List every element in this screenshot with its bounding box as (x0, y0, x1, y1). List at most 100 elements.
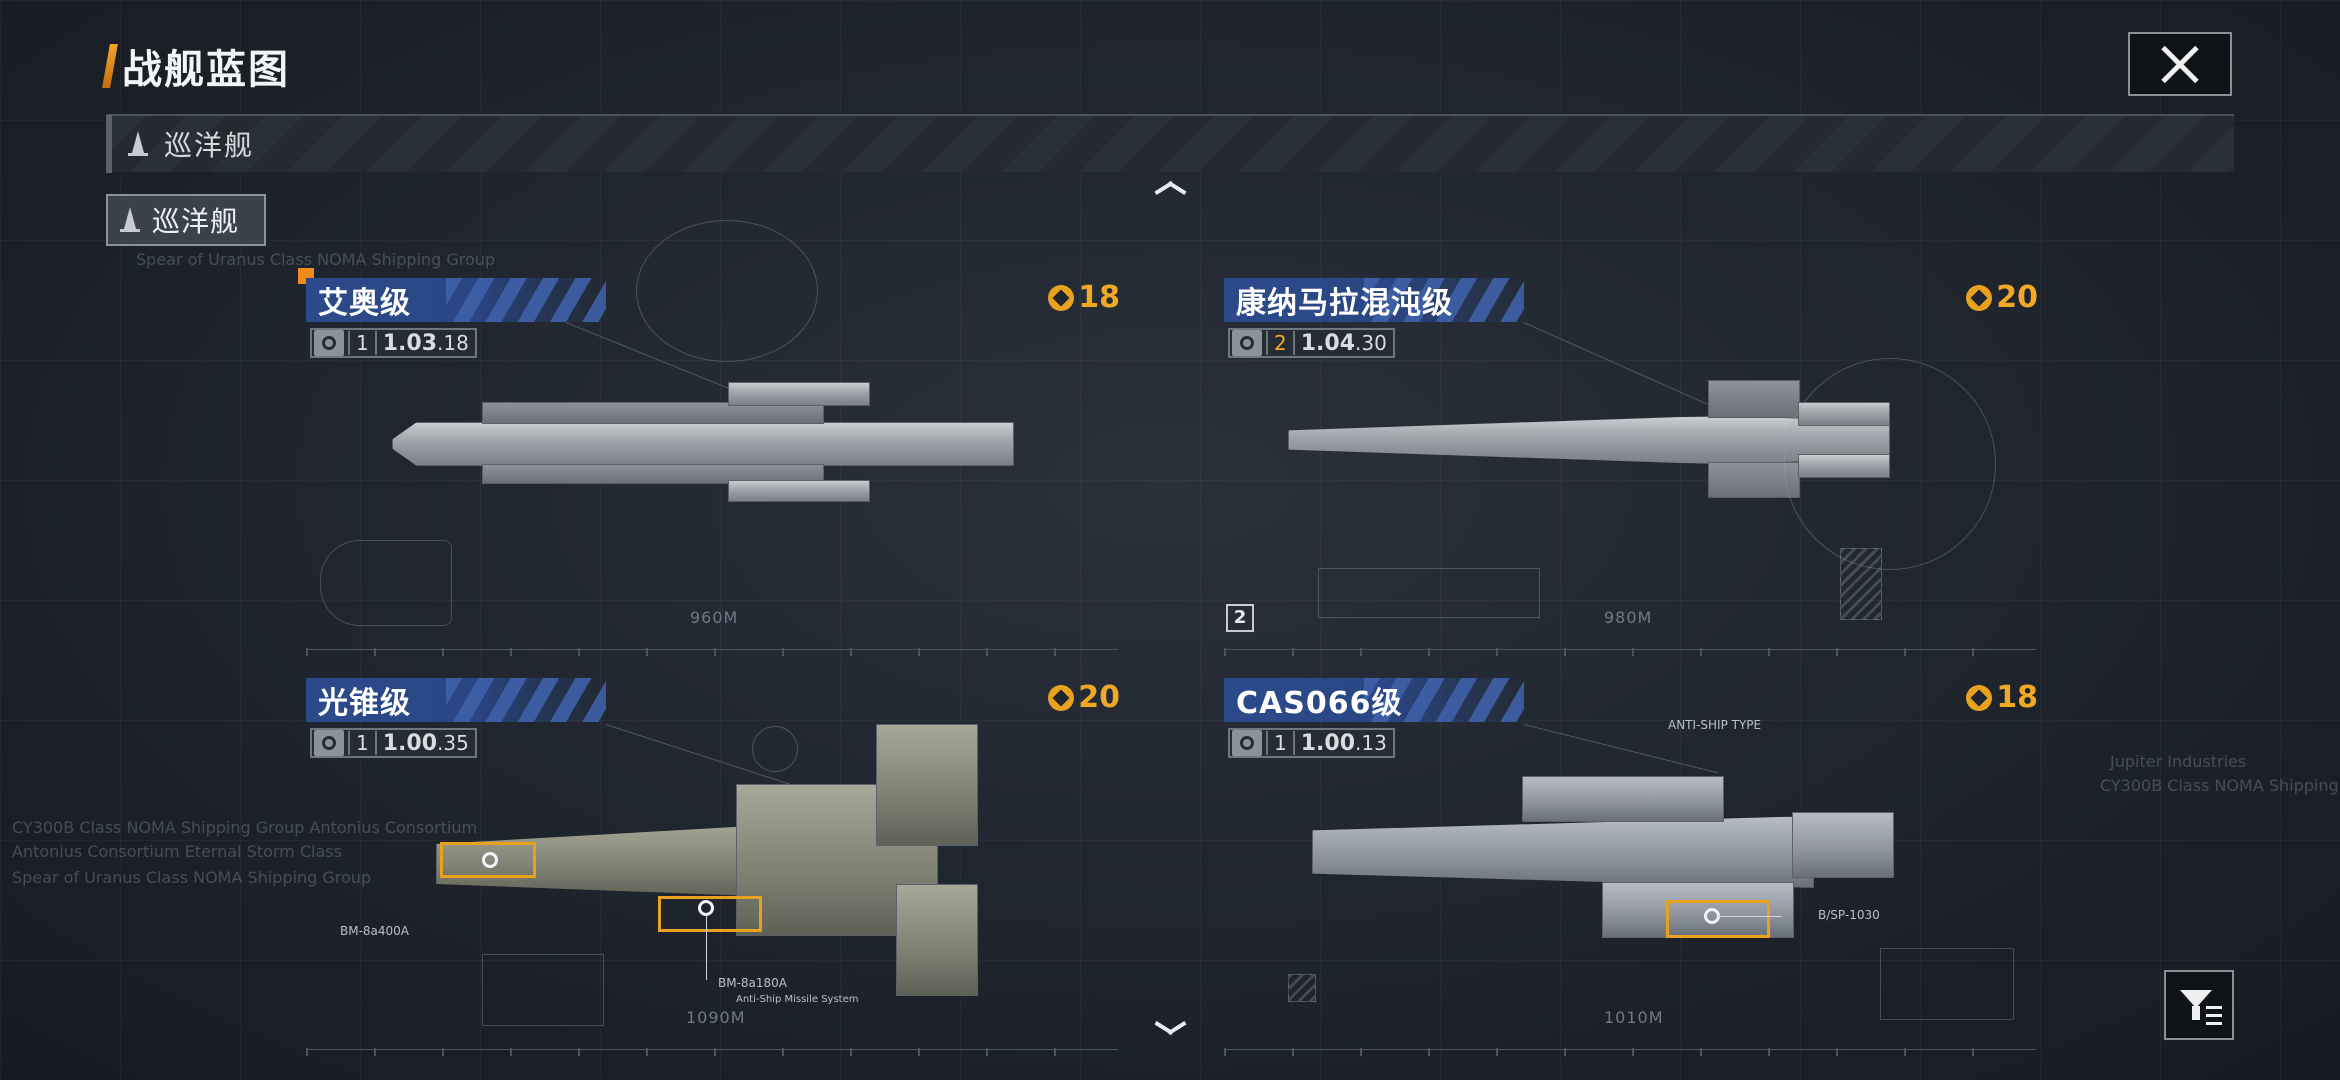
ship-tower (1708, 380, 1800, 418)
weapon-mount-marker (440, 842, 536, 878)
subcategory-tab-cruiser[interactable]: 巡洋舰 (106, 194, 266, 246)
blueprint-card[interactable]: CAS066级 18 1 1.00.13 ANTI-SHIP TYPE B/SP… (1224, 678, 2038, 1066)
cruiser-icon (118, 205, 142, 235)
ship-stats: 1 1.03.18 (310, 328, 477, 358)
ship-level: 1 (1266, 731, 1295, 755)
ship-version: 1.00.13 (1300, 730, 1387, 756)
cost-value: 18 (1996, 680, 2038, 715)
close-icon (2160, 44, 2200, 84)
cost-value: 20 (1078, 680, 1120, 715)
deco-text: Antonius Consortium Eternal Storm Class (12, 842, 342, 861)
page-title: 战舰蓝图 (122, 47, 290, 93)
ship-model (392, 382, 1014, 502)
cost-badge: 20 (1966, 280, 2038, 315)
deco-text: Jupiter Industries (2110, 752, 2247, 771)
page-header: 战舰蓝图 (102, 38, 290, 94)
ship-keel (896, 884, 978, 996)
blueprint-arc (1784, 358, 1996, 570)
blueprint-sketch (1880, 948, 2014, 1020)
filter-icon-line (2206, 1014, 2222, 1017)
ship-upper-deck (482, 402, 824, 424)
chevron-up-icon[interactable] (1152, 176, 1188, 200)
blueprint-hatch (1840, 548, 1882, 620)
ship-tower (1522, 776, 1724, 822)
ship-model (436, 724, 996, 1004)
cost-badge: 20 (1048, 680, 1120, 715)
ship-level: 1 (348, 331, 377, 355)
scale-ticks (306, 1048, 1118, 1056)
weapon-target-icon[interactable] (698, 900, 714, 916)
coin-icon (1048, 684, 1075, 711)
chevron-down-icon[interactable] (1152, 1016, 1188, 1040)
cost-value: 20 (1996, 280, 2038, 315)
ship-hull (392, 422, 1014, 466)
ship-stats: 1 1.00.35 (310, 728, 477, 758)
scale-ticks (1224, 1048, 2036, 1056)
ship-length: 1010M (1604, 1008, 1664, 1027)
ship-type-icon (314, 730, 344, 756)
weapon-label: BM-8a180A (718, 976, 788, 990)
cost-badge: 18 (1966, 680, 2038, 715)
tier-badge: 2 (1226, 604, 1254, 632)
ship-model (1312, 776, 1894, 966)
ship-name: 艾奥级 (318, 286, 411, 321)
ship-name-plate: 康纳马拉混沌级 (1224, 278, 1524, 322)
ship-version: 1.03.18 (382, 330, 469, 356)
scale-ticks (306, 648, 1118, 656)
ship-stats: 1 1.00.13 (1228, 728, 1395, 758)
weapon-leader (1718, 916, 1782, 917)
ship-stats: 2 1.04.30 (1228, 328, 1395, 358)
ship-version: 1.00.35 (382, 730, 469, 756)
coin-icon (1966, 684, 1993, 711)
filter-icon (2180, 990, 2212, 1008)
ship-name-plate: 艾奥级 (306, 278, 606, 322)
ship-name-plate: 光锥级 (306, 678, 606, 722)
ship-tower (876, 724, 978, 846)
cruiser-icon (126, 129, 150, 159)
weapon-label: B/SP-1030 (1818, 908, 1880, 922)
filter-button[interactable] (2164, 970, 2234, 1040)
category-dropdown[interactable]: 巡洋舰 (106, 114, 2234, 173)
subcategory-tab-label: 巡洋舰 (152, 205, 240, 238)
scale-ticks (1224, 648, 2036, 656)
ship-name-plate: CAS066级 (1224, 678, 1524, 722)
ship-lower-deck (482, 464, 824, 484)
ship-length: 1090M (686, 1008, 746, 1027)
ship-version: 1.04.30 (1300, 330, 1387, 356)
ship-length: 960M (690, 608, 739, 627)
filter-icon-line (2206, 1006, 2222, 1009)
close-button[interactable] (2128, 32, 2232, 96)
blueprint-card[interactable]: 康纳马拉混沌级 20 2 1.04.30 2 980M (1224, 278, 2038, 666)
ship-engine (1792, 812, 1894, 878)
ship-keel (728, 480, 870, 502)
coin-icon (1966, 284, 1993, 311)
ship-length: 980M (1604, 608, 1653, 627)
coin-icon (1048, 284, 1075, 311)
weapon-label: ANTI-SHIP TYPE (1668, 718, 1762, 732)
ship-type-icon (1232, 330, 1262, 356)
deco-text: CY300B Class NOMA Shipping (2100, 776, 2339, 795)
blueprint-circle (752, 726, 798, 772)
cost-badge: 18 (1048, 280, 1120, 315)
ship-name: 光锥级 (318, 686, 411, 721)
category-bar-edge (106, 115, 112, 173)
ship-type-icon (314, 330, 344, 356)
ship-level: 1 (348, 731, 377, 755)
ship-tower (728, 382, 870, 406)
blueprint-sketch (1318, 568, 1540, 618)
weapon-sublabel: Anti-Ship Missile System (736, 994, 859, 1005)
weapon-target-icon[interactable] (482, 852, 498, 868)
category-label: 巡洋舰 (164, 129, 255, 162)
ship-name: CAS066级 (1236, 686, 1403, 721)
filter-icon-line (2206, 1022, 2222, 1025)
blueprint-sketch (482, 954, 604, 1026)
ship-name: 康纳马拉混沌级 (1236, 286, 1453, 321)
weapon-leader (706, 916, 707, 980)
ship-level: 2 (1266, 331, 1295, 355)
globe-icon (1232, 730, 1262, 756)
deco-text: CY300B Class NOMA Shipping Group Antoniu… (12, 818, 478, 837)
blueprint-hatch (1288, 974, 1316, 1002)
weapon-mount-marker (658, 896, 762, 932)
blueprint-card[interactable]: 光锥级 20 1 1.00.35 BM-8a400A BM-8a180A Ant… (306, 678, 1120, 1066)
blueprint-card[interactable]: 艾奥级 18 1 1.03.18 960M (306, 220, 1120, 666)
